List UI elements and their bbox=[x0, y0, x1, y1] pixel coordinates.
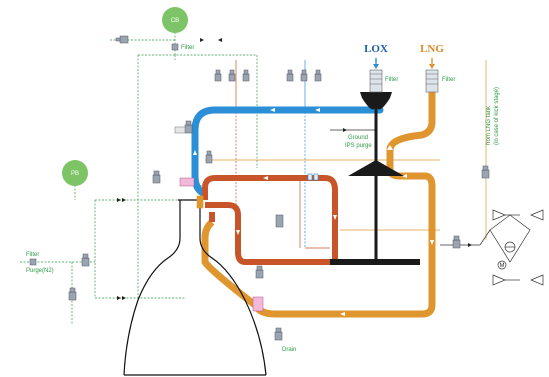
thruster-icon bbox=[530, 209, 544, 221]
injector-icon bbox=[196, 195, 204, 209]
valve-icon bbox=[314, 69, 322, 82]
drain-label: Drain bbox=[282, 347, 296, 353]
valve-icon bbox=[214, 69, 222, 82]
valve-icon bbox=[452, 235, 461, 249]
gas-bottle-pb: PB bbox=[62, 160, 88, 186]
nozzle bbox=[123, 199, 267, 376]
valve-icon bbox=[275, 214, 284, 228]
thruster-icons bbox=[492, 209, 544, 286]
lox-inlet bbox=[369, 58, 383, 93]
valve-icon bbox=[68, 287, 77, 301]
svg-text:M: M bbox=[500, 263, 505, 269]
check-valve-icon bbox=[468, 243, 472, 247]
igniter-icon bbox=[179, 177, 195, 187]
thruster-icon bbox=[492, 209, 506, 221]
check-valve-icon bbox=[117, 296, 121, 300]
igniter-icon bbox=[252, 296, 264, 312]
valve-icon bbox=[300, 69, 308, 82]
check-valve-icon bbox=[122, 296, 126, 300]
purge-n2-label: Purge(N2) bbox=[26, 268, 54, 274]
valve-icon bbox=[274, 327, 283, 341]
check-valve-icon bbox=[218, 38, 222, 42]
filter-left-label: Filter bbox=[26, 252, 39, 258]
gas-bottle-cb: CB bbox=[162, 7, 188, 33]
turbopump-icon bbox=[330, 92, 420, 265]
ips-purge-label: IPS purge bbox=[345, 143, 372, 149]
valve-icon bbox=[205, 150, 213, 164]
thruster-icon bbox=[492, 274, 506, 286]
valve-icon bbox=[255, 265, 264, 279]
kick-stage-label: (in case of kick stage) bbox=[494, 87, 500, 145]
valve-icon bbox=[228, 69, 236, 82]
check-valve-icon bbox=[343, 128, 347, 132]
lng-main-line bbox=[201, 70, 436, 318]
hot-gas-line bbox=[202, 175, 338, 265]
purge-lines bbox=[205, 60, 487, 249]
valve-icon bbox=[81, 253, 90, 267]
lox-main-line bbox=[191, 98, 384, 198]
lng-label: LNG bbox=[420, 43, 444, 55]
lox-label: LOX bbox=[364, 43, 388, 55]
motor-icon bbox=[497, 260, 507, 270]
valve-icon bbox=[184, 120, 193, 134]
thruster-cluster bbox=[479, 214, 531, 281]
filter-top-label: Filter bbox=[181, 45, 194, 51]
filters bbox=[29, 43, 179, 266]
igniters bbox=[179, 177, 264, 312]
lng-inlet bbox=[425, 58, 439, 93]
valve-icon bbox=[286, 69, 294, 82]
filter-lox-label: Filter bbox=[385, 77, 398, 83]
valve-icon bbox=[115, 35, 129, 44]
check-valve-icon bbox=[117, 198, 121, 202]
check-valves bbox=[117, 38, 472, 300]
filter-lng-label: Filter bbox=[442, 77, 455, 83]
svg-text:CB: CB bbox=[171, 18, 179, 24]
filter-icon bbox=[29, 258, 37, 266]
from-lng-tank-label: from LNG tank bbox=[486, 105, 492, 145]
thruster-icon bbox=[530, 274, 544, 286]
valve-icon bbox=[152, 170, 161, 184]
ground-label: Ground bbox=[348, 135, 368, 141]
pressure-sensors bbox=[174, 126, 319, 181]
valve-icon bbox=[242, 69, 250, 82]
valves bbox=[68, 35, 490, 341]
filter-icon bbox=[171, 43, 179, 51]
flow-arrows bbox=[193, 108, 434, 316]
valve-icon bbox=[481, 165, 490, 179]
check-valve-icon bbox=[200, 38, 204, 42]
svg-text:PB: PB bbox=[71, 171, 79, 177]
check-valve-icon bbox=[122, 198, 126, 202]
